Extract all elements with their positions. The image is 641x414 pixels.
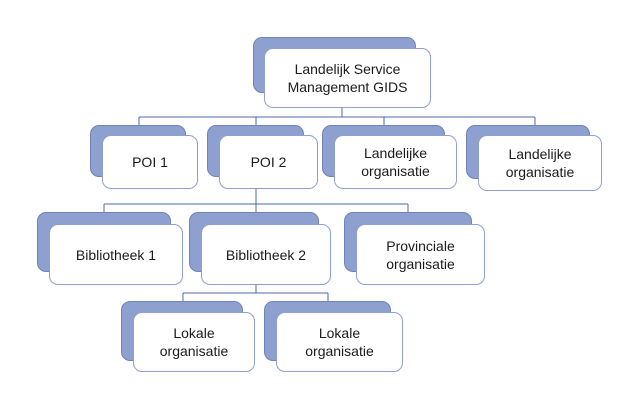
node-landelijke-organisatie-1-label: Landelijke organisatie <box>361 145 430 179</box>
node-provinciale-organisatie-label: Provinciale organisatie <box>386 237 455 272</box>
node-poi-2: POI 2 <box>207 125 318 189</box>
node-provinciale-organisatie: Provinciale organisatie <box>344 212 485 285</box>
node-landelijke-organisatie-2-label: Landelijke organisatie <box>505 146 575 180</box>
node-bibliotheek-2: Bibliotheek 2 <box>189 212 331 285</box>
node-landelijke-organisatie-1: Landelijke organisatie <box>322 125 457 189</box>
node-lokale-organisatie-1: Lokale organisatie <box>121 301 255 372</box>
node-root: Landelijk Service Management GIDS <box>253 37 431 108</box>
node-lokale-organisatie-2: Lokale organisatie <box>264 301 403 372</box>
node-poi-1-label: POI 1 <box>132 154 168 170</box>
node-root-label: Landelijk Service Management GIDS <box>287 61 408 95</box>
node-bibliotheek-1-label: Bibliotheek 1 <box>75 246 157 263</box>
node-bibliotheek-2-label: Bibliotheek 2 <box>225 246 307 263</box>
node-poi-2-label: POI 2 <box>250 154 287 170</box>
node-poi-1: POI 1 <box>90 125 198 189</box>
node-lokale-organisatie-1-label: Lokale organisatie <box>159 325 229 359</box>
node-landelijke-organisatie-2: Landelijke organisatie <box>466 125 602 191</box>
node-bibliotheek-1: Bibliotheek 1 <box>37 212 183 285</box>
node-lokale-organisatie-2-label: Lokale organisatie <box>305 325 374 359</box>
